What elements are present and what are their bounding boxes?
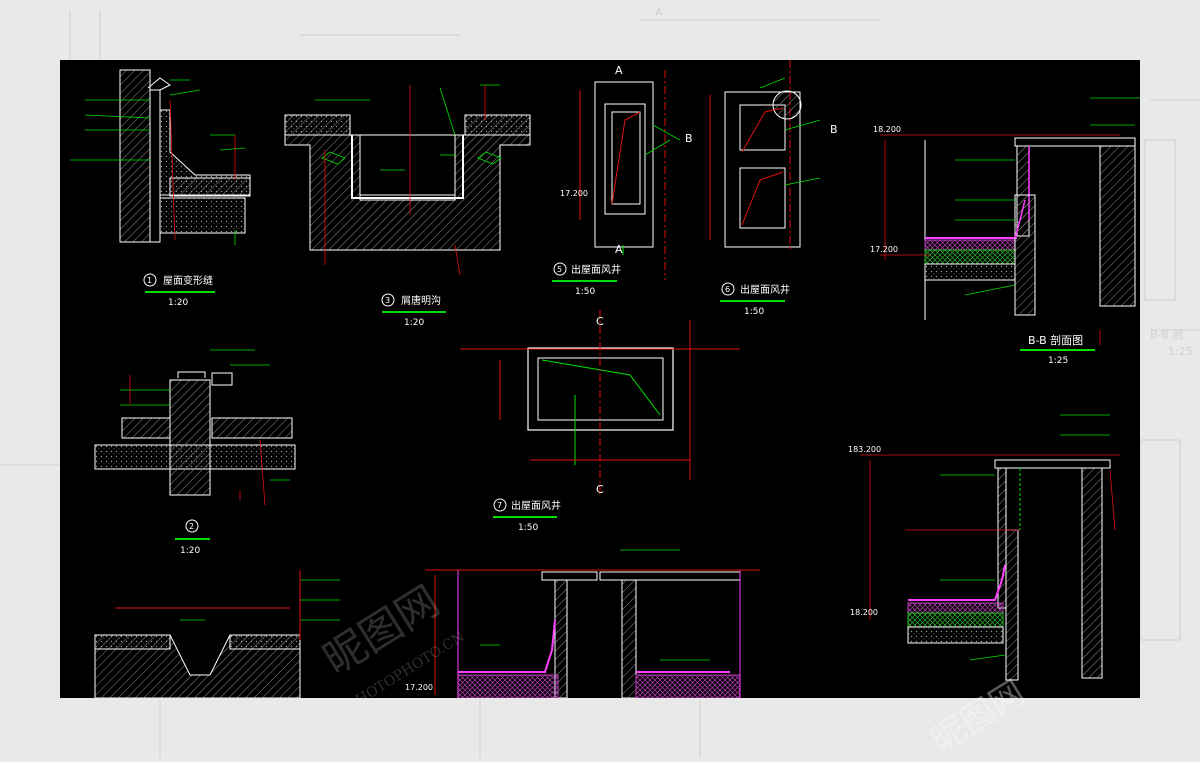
detail-label-6: 6 出屋面风井 1:50: [720, 282, 790, 317]
detail-label-2: 2 1:20: [175, 519, 210, 556]
level-mark: 183.200: [848, 445, 881, 454]
detail-number: 3: [385, 296, 390, 305]
detail-1-roof-expansion-joint: [70, 69, 251, 245]
section-mark-c-top: C: [596, 315, 604, 328]
level-mark: 17.200: [870, 245, 898, 254]
detail-scale: 1:50: [744, 307, 764, 317]
section-bb: [880, 97, 1140, 345]
detail-number: 5: [557, 265, 562, 274]
gutter-detail-bottom: [94, 570, 340, 698]
detail-number: 7: [497, 501, 502, 510]
detail-number: 2: [189, 522, 194, 531]
detail-7-vent-shaft: [460, 310, 740, 495]
detail-label-7: 7 出屋面风井 1:50: [493, 498, 561, 533]
cad-detail-drawings: 1 屋面变形缝 1:20 3 屑唐明沟 1:20 5 出屋面风井 1:50 6 …: [70, 60, 1140, 698]
detail-number: 1: [147, 276, 152, 285]
detail-label-1: 1 屋面变形缝 1:20: [143, 273, 215, 308]
detail-scale: 1:20: [404, 318, 424, 328]
level-mark: 18.200: [850, 608, 878, 617]
section-bottom-right: [860, 414, 1120, 681]
detail-title: 出屋面风井: [571, 263, 621, 276]
detail-title: 出屋面风井: [740, 283, 790, 296]
detail-title: 屋面变形缝: [163, 274, 213, 287]
section-bb-title: B-B 剖面图: [1028, 333, 1083, 347]
svg-text:1:25: 1:25: [1168, 345, 1193, 358]
section-mark-a-bottom: A: [615, 243, 623, 256]
detail-scale: 1:50: [518, 523, 538, 533]
detail-scale: 1:50: [575, 287, 595, 297]
section-marks: A A B B C C: [596, 64, 838, 496]
section-mark-c-bottom: C: [596, 483, 604, 496]
detail-label-5: 5 出屋面风井 1:50: [552, 262, 621, 297]
detail-6-vent-shaft: [709, 60, 821, 250]
svg-text:B-B 剖: B-B 剖: [1150, 327, 1183, 341]
level-mark: 17.200: [405, 683, 433, 692]
detail-scale: 1:20: [180, 546, 200, 556]
section-bottom-center: [425, 549, 760, 698]
level-marks: 18.200 17.200 17.200 183.200 18.200 17.2…: [405, 125, 901, 692]
detail-2: [94, 349, 296, 506]
detail-title: 屑唐明沟: [401, 294, 441, 307]
section-mark-b-left: B: [685, 132, 693, 145]
detail-number: 6: [725, 285, 730, 294]
svg-text:A: A: [655, 6, 663, 19]
detail-title: 出屋面风井: [511, 499, 561, 512]
section-mark-b-right: B: [830, 123, 838, 136]
section-bb-label: B-B 剖面图 1:25: [1020, 333, 1095, 366]
level-mark: 18.200: [873, 125, 901, 134]
section-mark-a-top: A: [615, 64, 623, 77]
detail-5-vent-shaft: [579, 70, 681, 280]
cad-drawing-panel: 1 屋面变形缝 1:20 3 屑唐明沟 1:20 5 出屋面风井 1:50 6 …: [60, 60, 1140, 698]
detail-label-3: 3 屑唐明沟 1:20: [381, 293, 446, 328]
level-mark: 17.200: [560, 189, 588, 198]
section-bb-scale: 1:25: [1048, 356, 1068, 366]
detail-scale: 1:20: [168, 298, 188, 308]
detail-3-eave-gutter: [284, 84, 531, 276]
